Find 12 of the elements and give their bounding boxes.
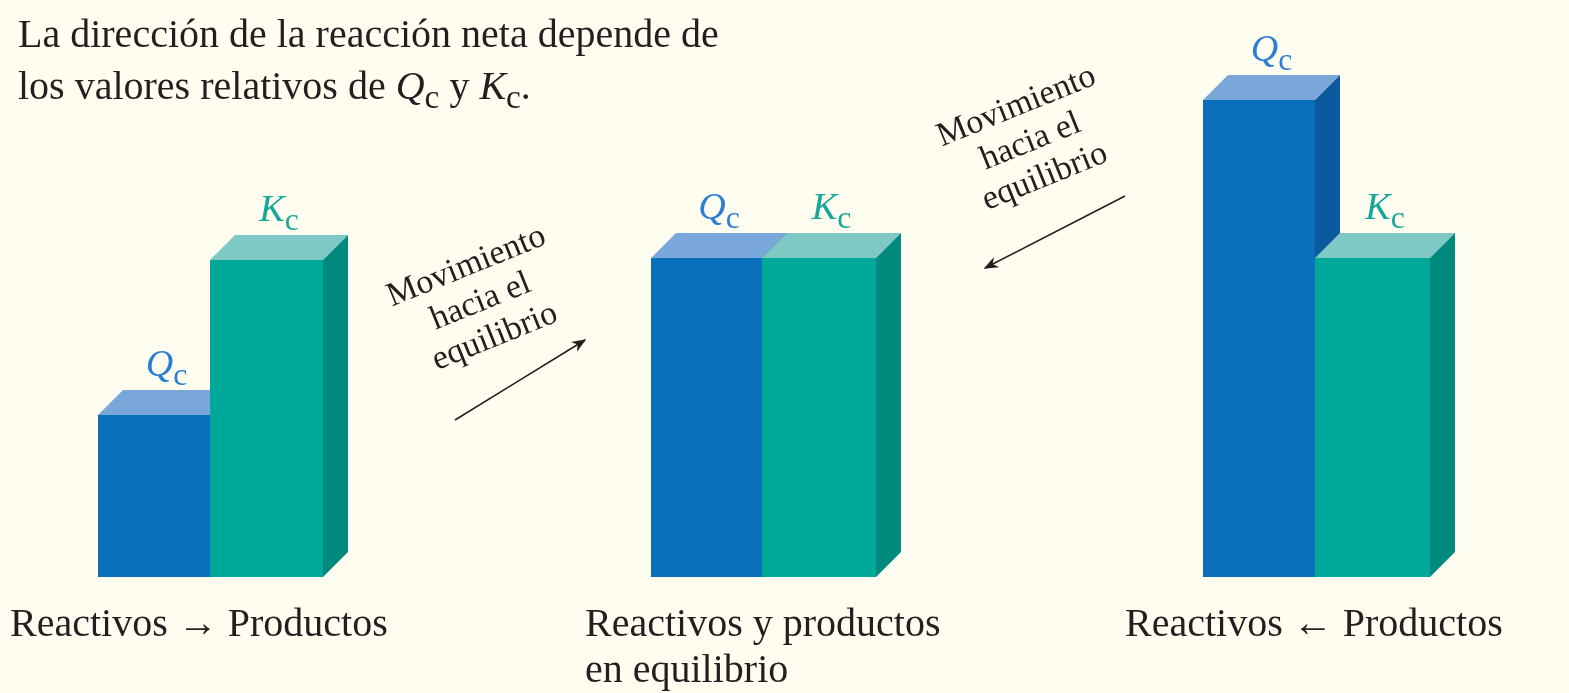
bar-label: K$_{c}$	[810, 184, 853, 233]
bar-label: Q$_{c}$	[144, 341, 189, 390]
bar-label: Q$_{c}$	[1249, 26, 1294, 75]
bar-group-caption: Reactivos → Productos	[10, 600, 389, 646]
bar-group-caption: Reactivos ← Productos	[1125, 600, 1504, 646]
bar-label: K$_{c}$	[258, 186, 300, 235]
bar-label: Q$_{c}$	[697, 184, 741, 233]
bar-group-caption: Reactivos y productos en equilibrio	[585, 600, 942, 692]
title-text: La dirección de la reacción neta depende de los valores relativos de Q$_{c}$ y K$_{c}$.	[18, 10, 720, 117]
arrow	[983, 195, 1126, 269]
bar-label: K$_{c}$	[1364, 184, 1406, 233]
arrow	[454, 339, 587, 421]
